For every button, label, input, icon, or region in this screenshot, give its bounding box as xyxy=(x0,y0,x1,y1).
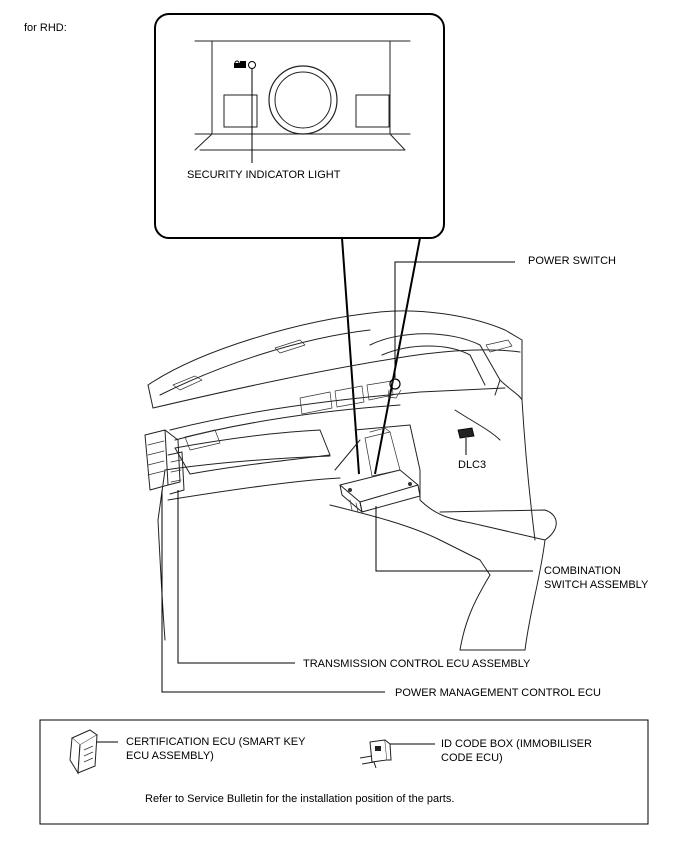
combination-switch-label-line1: COMBINATION xyxy=(544,565,621,577)
power-switch-label: POWER SWITCH xyxy=(528,255,616,267)
left-switch xyxy=(223,94,258,128)
dashboard-illustration xyxy=(144,310,557,651)
id-code-box-label-line1: ID CODE BOX (IMMOBILISER xyxy=(441,738,592,750)
transmission-ecu-leader xyxy=(177,490,295,664)
header-label: for RHD: xyxy=(24,22,67,34)
right-switch xyxy=(355,94,390,128)
security-indicator-lamp xyxy=(248,61,256,69)
power-switch-button xyxy=(389,378,401,390)
legend-box: CERTIFICATION ECU (SMART KEY ECU ASSEMBL… xyxy=(39,719,649,825)
security-indicator-callout: SECURITY INDICATOR LIGHT xyxy=(154,13,445,239)
ecu-stack xyxy=(144,429,185,495)
legend-frame xyxy=(39,719,649,825)
legend-note: Refer to Service Bulletin for the instal… xyxy=(145,793,454,805)
callout-frame xyxy=(154,13,445,239)
dial-inner xyxy=(274,71,332,129)
id-code-box-label-line2: CODE ECU) xyxy=(441,752,503,764)
combination-switch-leader xyxy=(375,506,533,572)
security-indicator-label: SECURITY INDICATOR LIGHT xyxy=(187,169,341,181)
combination-switch-assembly xyxy=(339,427,421,513)
power-management-ecu-label: POWER MANAGEMENT CONTROL ECU xyxy=(395,687,601,699)
power-switch-leader xyxy=(394,261,515,378)
certification-ecu-label-line2: ECU ASSEMBLY) xyxy=(126,750,214,762)
id-code-box-icon xyxy=(359,739,392,769)
certification-ecu-label-line1: CERTIFICATION ECU (SMART KEY xyxy=(126,736,306,748)
dlc3-connector xyxy=(457,427,475,439)
dial-outer xyxy=(268,65,338,135)
transmission-ecu-label: TRANSMISSION CONTROL ECU ASSEMBLY xyxy=(303,658,531,670)
lock-key-icon xyxy=(234,60,246,68)
callout-pointer xyxy=(341,237,421,475)
combination-switch-label-line2: SWITCH ASSEMBLY xyxy=(544,579,649,591)
dlc3-label: DLC3 xyxy=(458,459,486,471)
certification-ecu-icon xyxy=(69,729,98,775)
power-management-ecu-leader xyxy=(161,490,385,693)
